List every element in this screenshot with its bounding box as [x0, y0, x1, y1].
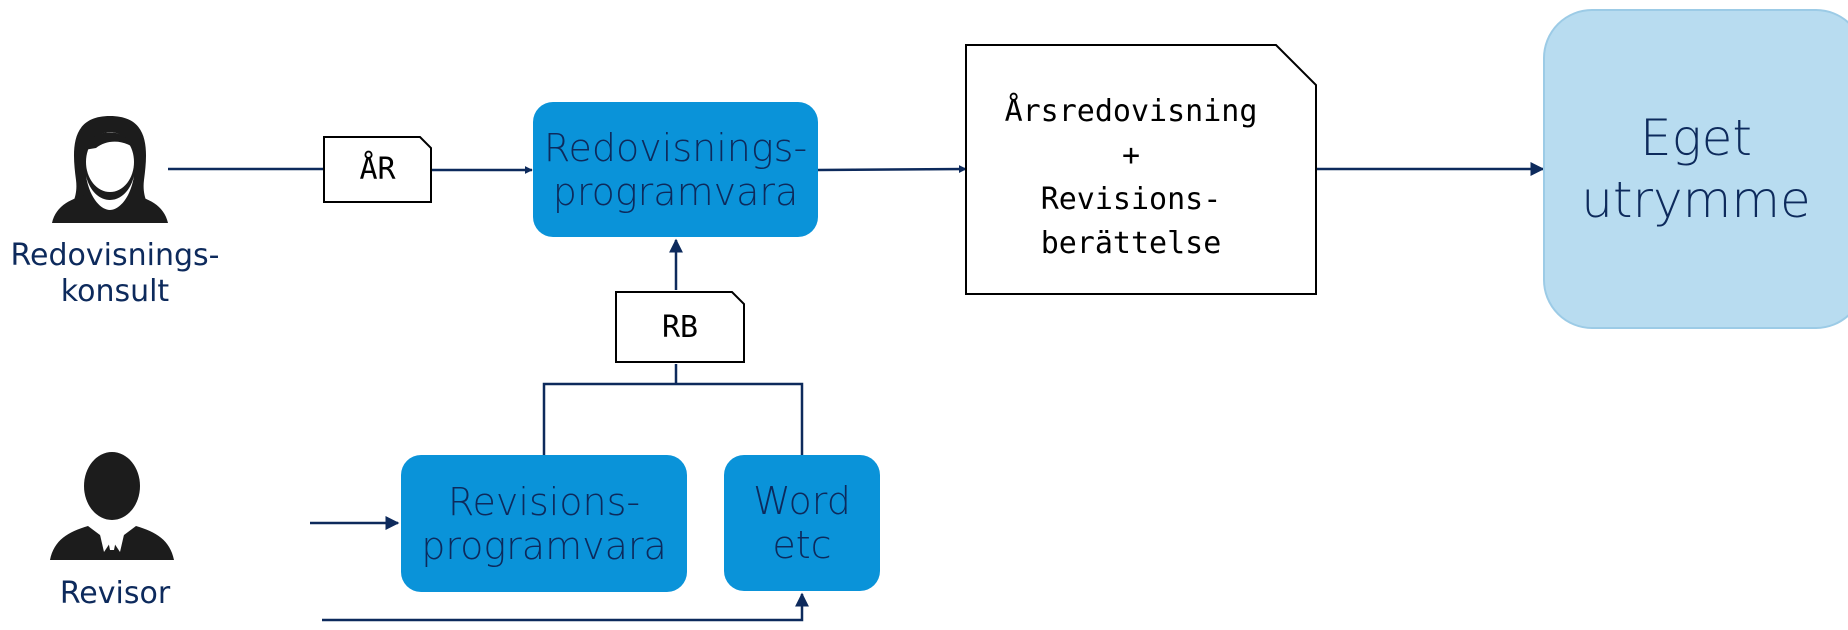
document-report: Årsredovisning + Revisions- berättelse	[966, 88, 1296, 268]
document-rb: RB	[616, 292, 744, 362]
accounting-software: Redovisnings- programvara	[533, 102, 818, 237]
audit-software: Revisions- programvara	[401, 455, 687, 592]
edge-auditor-to-word	[322, 592, 809, 622]
accountant-label: Redovisnings- konsult	[0, 238, 230, 310]
destination-shape	[1543, 9, 1848, 329]
auditor-person-icon	[50, 452, 174, 560]
word-software: Word etc	[724, 455, 880, 591]
accountant-label-line1: Redovisnings-	[10, 238, 220, 273]
document-report-line2: +	[1121, 138, 1141, 173]
accountant-label-line2: konsult	[60, 274, 170, 309]
document-report-line1: Årsredovisning	[1004, 94, 1258, 129]
edge-accounting-software-to-report	[817, 165, 967, 174]
accounting-software-line2: programvara	[552, 169, 799, 214]
word-software-line1: Word	[753, 479, 851, 523]
edge-software-to-rb	[542, 382, 804, 455]
destination-line1: Eget	[1640, 109, 1752, 167]
auditor-label-text: Revisor	[59, 576, 171, 611]
accounting-software-shape	[533, 102, 818, 237]
document-rb-label: RB	[661, 309, 699, 345]
auditor-label: Revisor	[0, 576, 230, 612]
word-software-line2: etc	[772, 523, 832, 567]
document-report-line4: berättelse	[1040, 226, 1222, 261]
destination-line2: utrymme	[1581, 171, 1811, 229]
document-ar: ÅR	[324, 137, 431, 202]
audit-software-line2: programvara	[421, 523, 667, 568]
document-rb-shape	[615, 291, 745, 363]
audit-software-shape	[401, 455, 687, 592]
accountant-person-icon	[52, 116, 168, 223]
document-ar-shape	[323, 136, 432, 203]
audit-software-line1: Revisions-	[447, 479, 641, 524]
connector-lines	[168, 162, 1545, 622]
accounting-software-line1: Redovisnings-	[543, 125, 808, 170]
document-report-shape	[965, 44, 1317, 295]
word-software-shape	[724, 455, 880, 591]
destination: Eget utrymme	[1544, 10, 1848, 328]
document-ar-label: ÅR	[359, 152, 396, 187]
document-report-line3: Revisions-	[1040, 182, 1222, 217]
